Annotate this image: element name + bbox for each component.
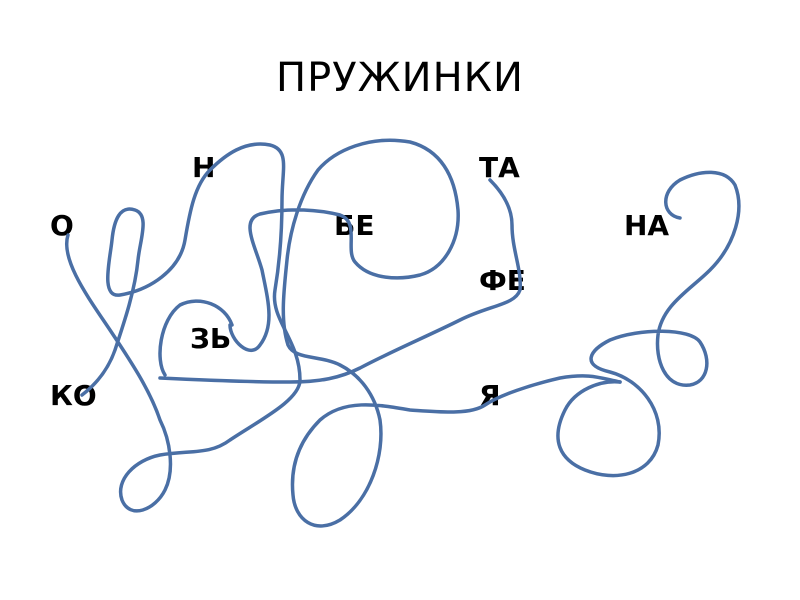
spring-o-zy — [64, 142, 302, 513]
syllable-ta: ТА — [479, 151, 520, 184]
syllable-ya: Я — [479, 379, 501, 412]
syllable-zy: ЗЬ — [190, 322, 232, 355]
spring-zy-ya — [228, 138, 622, 528]
syllable-be: БЕ — [334, 209, 375, 242]
syllable-n: Н — [192, 151, 216, 184]
syllable-na: НА — [624, 209, 670, 242]
syllable-fe: ФЕ — [479, 264, 526, 297]
syllable-o: О — [50, 209, 74, 242]
syllable-ko: КО — [50, 379, 97, 412]
slide-title: ПРУЖИНКИ — [276, 55, 524, 101]
